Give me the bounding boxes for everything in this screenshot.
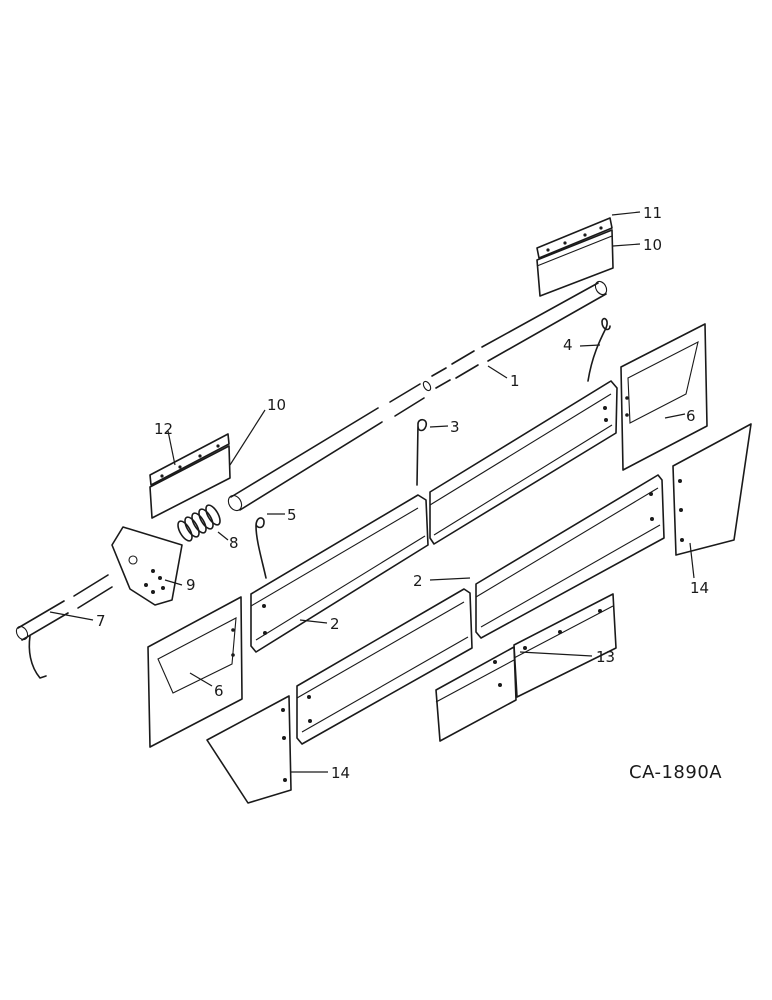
callout-13: 13 — [596, 648, 615, 666]
callout-10-upper: 10 — [643, 236, 662, 254]
callout-labels: 11 10 1 4 3 6 10 12 5 8 9 7 2 2 14 13 6 … — [96, 204, 709, 782]
part-11-hinge-strip — [536, 217, 613, 259]
callout-2-right: 2 — [413, 572, 423, 590]
part-10-plate-upper — [536, 229, 614, 297]
callout-9: 9 — [186, 576, 196, 594]
callout-4: 4 — [563, 336, 573, 354]
part-14-plate-left — [206, 695, 292, 804]
callout-6-upper: 6 — [686, 407, 696, 425]
callout-3: 3 — [450, 418, 460, 436]
part-14-plate-right — [672, 423, 752, 556]
leader-lines — [49, 211, 695, 773]
part-4-pin — [587, 317, 611, 382]
callout-11: 11 — [643, 204, 662, 222]
part-2-channel-upper — [429, 380, 618, 545]
callout-1: 1 — [510, 372, 520, 390]
part-5-pin — [255, 517, 267, 579]
callout-7: 7 — [96, 612, 106, 630]
part-1-tube — [227, 280, 608, 512]
part-6-frame-lower — [147, 596, 243, 748]
part-12-hinge-strip — [149, 433, 230, 486]
part-13-angle — [435, 593, 617, 742]
part-7-rod — [15, 574, 113, 679]
part-8-spring — [177, 504, 221, 542]
part-9-bracket — [111, 526, 183, 606]
callout-10-lower: 10 — [267, 396, 286, 414]
part-2-channel-left — [250, 494, 429, 653]
callout-14-left: 14 — [331, 764, 350, 782]
callout-12: 12 — [154, 420, 173, 438]
part-6-frame-upper — [620, 323, 708, 471]
part-2-channel-lower — [296, 588, 473, 745]
part-3-pin — [416, 418, 428, 486]
callout-5: 5 — [287, 506, 297, 524]
drawing-reference-code: CA-1890A — [629, 762, 722, 783]
callout-2-left: 2 — [330, 615, 340, 633]
callout-8: 8 — [229, 534, 239, 552]
part-10-plate-lower — [149, 445, 231, 519]
part-2-channel-right — [475, 474, 665, 639]
callout-14-right: 14 — [690, 579, 709, 597]
callout-6-lower: 6 — [214, 682, 224, 700]
